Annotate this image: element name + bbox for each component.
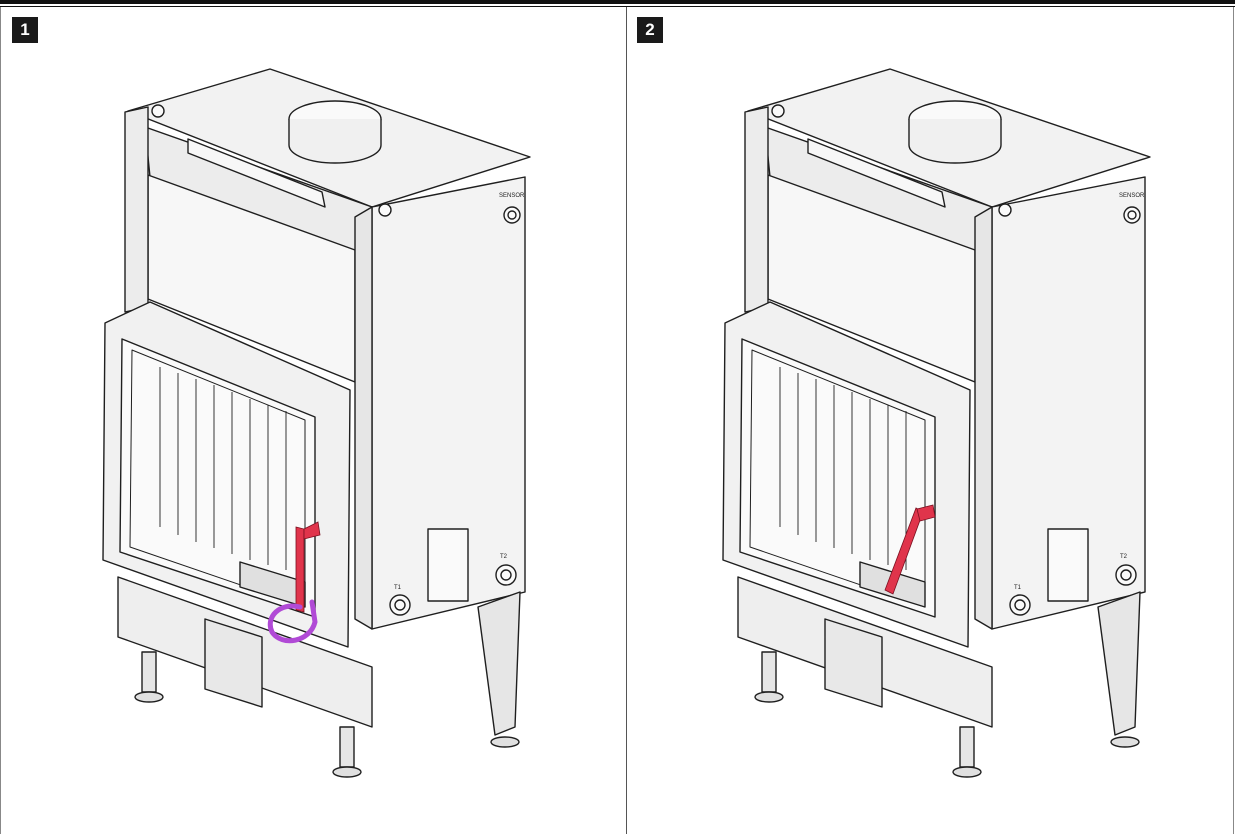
top-border-thin <box>0 6 1235 7</box>
leg-right-bracket <box>1097 591 1141 736</box>
service-hatch <box>427 528 469 602</box>
panel-divider <box>626 7 627 834</box>
leg-front-left <box>141 651 157 693</box>
leg-front-center <box>959 726 975 768</box>
fireplace-illustration: SENSOR T1 T2 <box>722 68 1151 778</box>
t1-knob <box>389 594 411 616</box>
top-border-thick <box>0 0 1235 4</box>
sensor-label: SENSOR <box>1119 193 1145 199</box>
hood-handle <box>187 138 326 208</box>
t2-knob <box>1115 564 1137 586</box>
left-border <box>0 7 1 834</box>
base-box <box>204 618 263 708</box>
leg-front-center <box>339 726 355 768</box>
t2-label: T2 <box>1120 554 1128 560</box>
t1-label: T1 <box>1014 585 1022 591</box>
leg-right-bracket <box>477 591 521 736</box>
sensor-knob <box>1123 206 1141 224</box>
t2-knob <box>495 564 517 586</box>
door-glass <box>739 338 936 618</box>
t2-label: T2 <box>500 554 508 560</box>
sensor-knob <box>503 206 521 224</box>
door-lever-tilted-highlight <box>884 504 936 595</box>
leg-front-left <box>761 651 777 693</box>
hook-tool-highlight <box>267 599 318 644</box>
t1-label: T1 <box>394 585 402 591</box>
service-hatch <box>1047 528 1089 602</box>
step-panel-1: 1 <box>0 7 626 834</box>
step-number-badge: 1 <box>12 17 38 43</box>
hood-handle <box>807 138 946 208</box>
t1-knob <box>1009 594 1031 616</box>
sensor-label: SENSOR <box>499 193 525 199</box>
right-border <box>1233 7 1234 834</box>
door-lever-highlight <box>295 521 321 613</box>
grate <box>239 561 306 608</box>
fireplace-illustration: SENSOR T1 T2 <box>102 68 531 778</box>
base-box <box>824 618 883 708</box>
step-number-badge: 2 <box>637 17 663 43</box>
step-panel-2: 2 <box>627 7 1235 834</box>
